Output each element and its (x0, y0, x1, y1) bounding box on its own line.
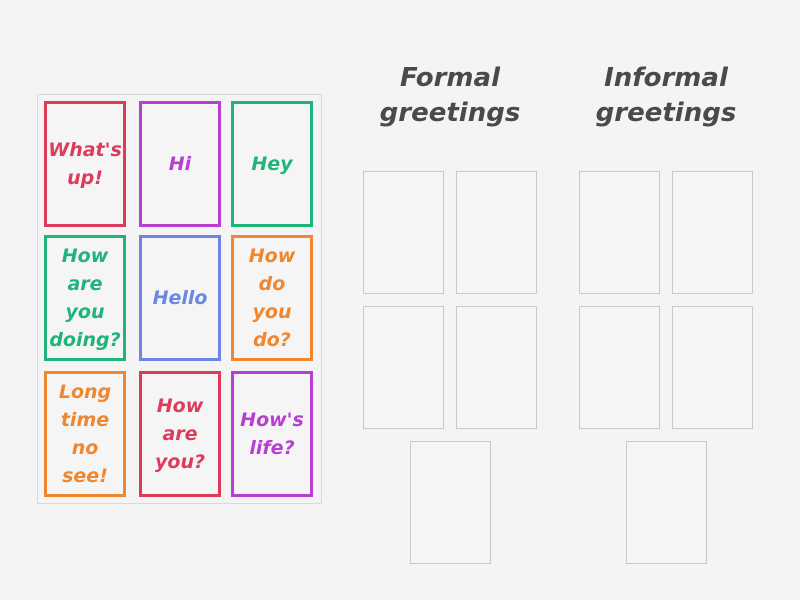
informal-slot-4[interactable] (672, 306, 753, 429)
informal-slot-5[interactable] (626, 441, 707, 564)
card-how-are-you-doing[interactable]: How are you doing? (44, 235, 126, 361)
card-hi[interactable]: Hi (139, 101, 221, 227)
card-tray: What's up! Hi Hey How are you doing? Hel… (37, 94, 322, 504)
formal-greetings-heading: Formal greetings (379, 63, 521, 128)
card-long-time-no-see[interactable]: Long time no see! (44, 371, 126, 497)
formal-slot-5[interactable] (410, 441, 491, 564)
card-how-do-you-do[interactable]: How do you do? (231, 235, 313, 361)
formal-slot-4[interactable] (456, 306, 537, 429)
card-hello[interactable]: Hello (139, 235, 221, 361)
formal-slot-1[interactable] (363, 171, 444, 294)
formal-slot-2[interactable] (456, 171, 537, 294)
card-hows-life[interactable]: How's life? (231, 371, 313, 497)
formal-slot-3[interactable] (363, 306, 444, 429)
informal-slot-1[interactable] (579, 171, 660, 294)
card-hey[interactable]: Hey (231, 101, 313, 227)
informal-greetings-heading: Informal greetings (595, 63, 737, 128)
card-whats-up[interactable]: What's up! (44, 101, 126, 227)
card-how-are-you[interactable]: How are you? (139, 371, 221, 497)
informal-slot-3[interactable] (579, 306, 660, 429)
informal-slot-2[interactable] (672, 171, 753, 294)
